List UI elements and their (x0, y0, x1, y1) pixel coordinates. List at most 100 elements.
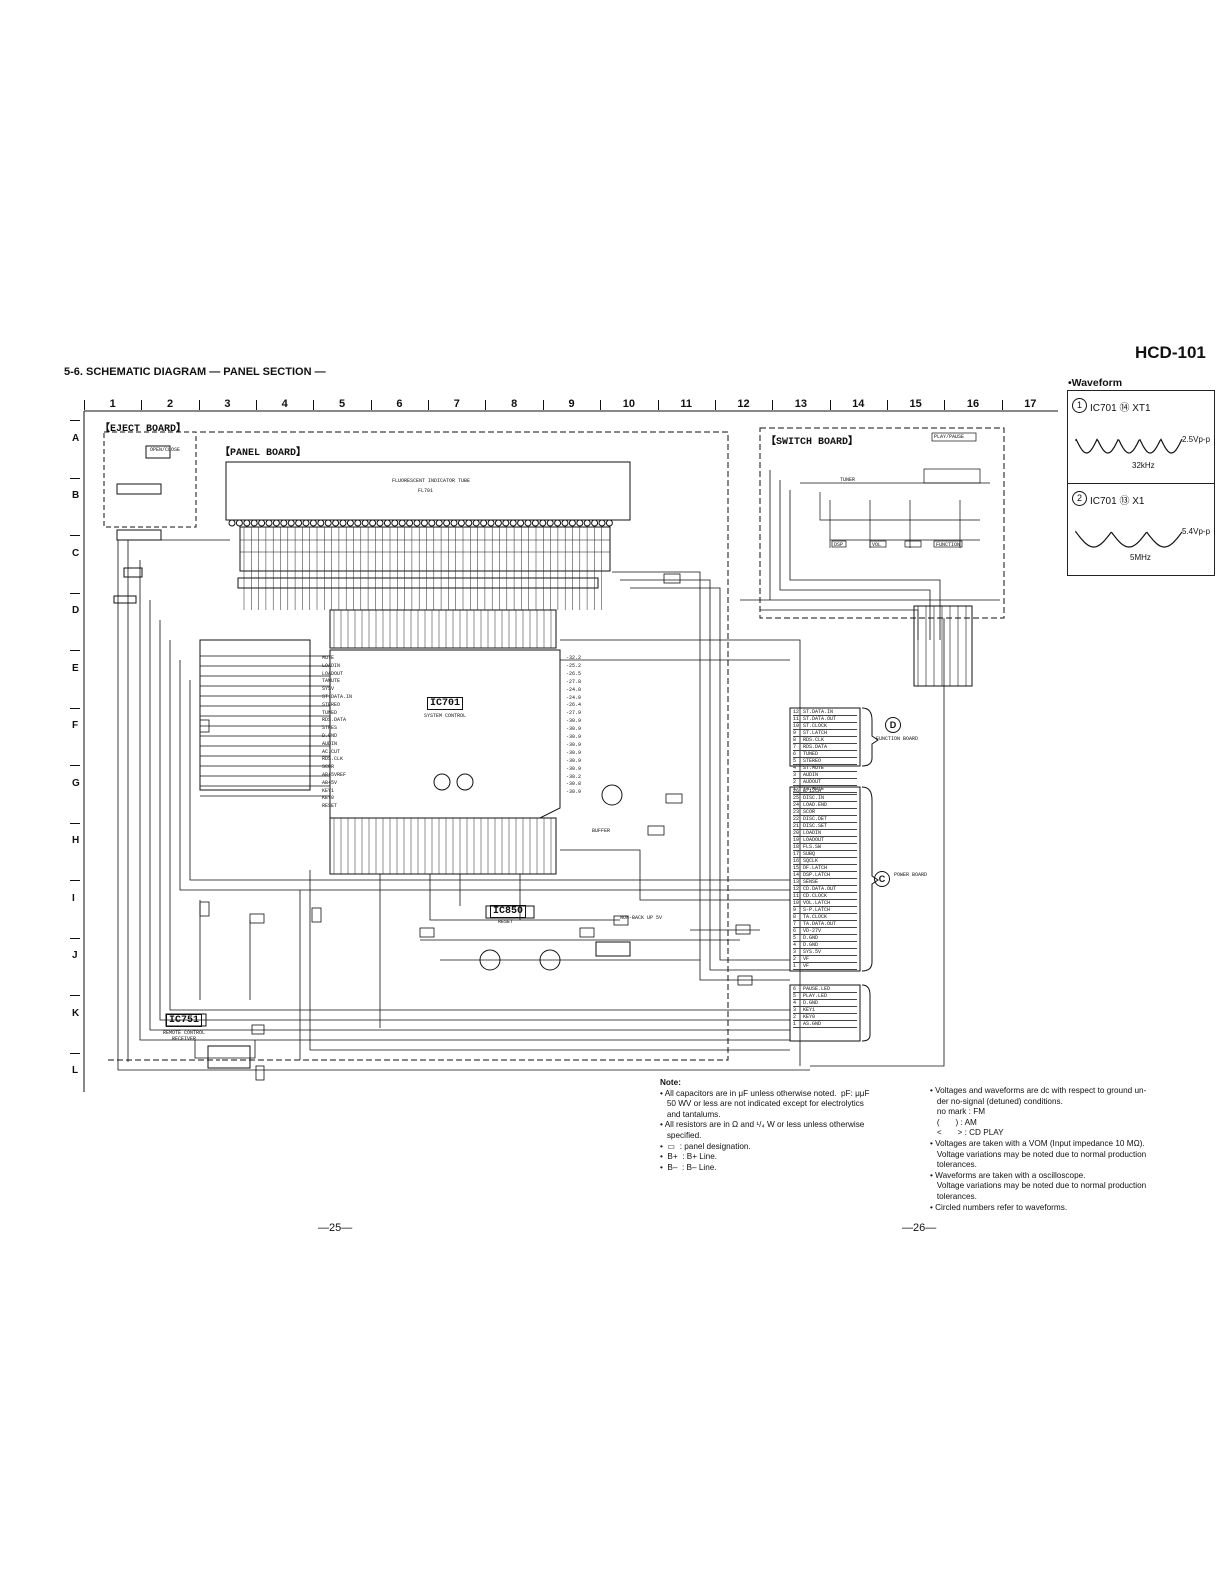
ic701-left-pin-label: LOADOUT (322, 670, 344, 677)
note-line: • B– : B– Line. (660, 1162, 717, 1172)
ic701-right-pin-voltage: -30.9 (566, 734, 582, 740)
row-tick (70, 650, 80, 651)
function-board-marker: D (885, 717, 901, 733)
column-tick (428, 400, 430, 410)
connector-pin-signal: VF (803, 963, 810, 969)
waveform-title: •Waveform (1068, 377, 1123, 389)
waveform-2-frequency: 5MHz (1130, 553, 1151, 562)
connector-pin-signal: D.GND (803, 942, 819, 948)
column-tick (772, 400, 774, 410)
ic751-label: IC751 (166, 1014, 203, 1027)
fl-pin (332, 519, 340, 527)
connector-pin-signal: LOADOUT (803, 837, 825, 843)
fl-pin (568, 519, 576, 527)
connector-pin-number: 9 (793, 907, 797, 913)
note-line: der no-signal (detuned) conditions. (930, 1096, 1063, 1106)
column-label: 11 (680, 398, 693, 410)
row-label: H (72, 835, 80, 847)
column-label: 1 (109, 398, 116, 410)
row-tick (70, 995, 80, 996)
connector-pin-number: 4 (793, 1000, 797, 1006)
fl-pin (265, 519, 273, 527)
connector-pin-number: 13 (793, 879, 800, 885)
row-label: F (72, 720, 79, 732)
connector-pin-signal: TA.CLOCK (803, 914, 828, 920)
column-tick (256, 400, 258, 410)
row-tick (70, 1052, 80, 1054)
connector-pin-signal: DISC.SET (803, 823, 828, 829)
column-tick (886, 400, 888, 410)
notes-heading: Note: (660, 1078, 681, 1087)
connector-pin-number: 26 (793, 788, 800, 794)
open-close-switch-label: OPEN/CLOSE (150, 447, 181, 453)
fl-pin (361, 519, 369, 527)
ic850-desc: RESET (498, 919, 514, 925)
connector-pin-number: 8 (793, 737, 797, 743)
connector-pin-signal: ST.MUTE (803, 765, 825, 771)
fl-pin (524, 519, 532, 527)
connector-pin-number: 4 (793, 765, 797, 771)
connector-pin-number: 3 (793, 1007, 797, 1013)
fl-pin (406, 519, 414, 527)
fl-pin (502, 519, 510, 527)
ic701-left-pin-label: RDS.CLK (322, 756, 344, 763)
connector-pin-signal: VF (803, 956, 810, 962)
fl-pin (598, 519, 606, 527)
tuner-switch-label: TUNER (840, 477, 856, 483)
note-line: • Waveforms are taken with a oscilloscop… (930, 1170, 1086, 1180)
ic701-right-pin-voltage: -27.8 (566, 678, 582, 685)
ic701-left-pin-label: SYSV (322, 686, 335, 693)
ic701-right-pin-voltage: -30.8 (566, 781, 582, 788)
note-line: no mark : FM (930, 1107, 986, 1117)
column-label: 12 (737, 398, 750, 410)
ic701-right-pin-voltage: -32.2 (566, 655, 582, 661)
note-line: 50 WV or less are not indicated except f… (660, 1099, 864, 1109)
fl-pin (413, 519, 421, 527)
column-label: 13 (794, 398, 808, 410)
fl-pin (258, 519, 266, 527)
fl-pin (420, 519, 428, 527)
connector-pin-signal: DSP.LATCH (803, 872, 831, 878)
row-label: K (72, 1007, 80, 1019)
fl-pin (487, 519, 495, 527)
column-tick (198, 400, 200, 410)
fl-pin (472, 519, 480, 527)
switch-board-label: 【SWITCH BOARD】 (766, 437, 859, 448)
row-tick (70, 477, 80, 479)
connector-pin-number: 2 (793, 1014, 797, 1020)
ic701-right-pin-voltage: -25.2 (566, 662, 582, 669)
connector-pin-number: 6 (793, 751, 797, 757)
column-label: 7 (453, 398, 460, 410)
row-label: J (72, 950, 78, 962)
page-number-right: —26— (902, 1222, 937, 1234)
connector-pin-number: 3 (793, 772, 797, 778)
connector-pin-number: 14 (793, 872, 800, 878)
dsp-switch-label: DSP (834, 542, 844, 548)
connector-pin-number: 2 (793, 956, 797, 962)
note-line: specified. (660, 1130, 702, 1140)
connector-pin-signal: AUDIN (803, 772, 819, 778)
column-label: 8 (511, 398, 518, 410)
connector-pin-number: 4 (793, 942, 797, 948)
connector-pin-number: 6 (793, 928, 797, 934)
column-label: 16 (966, 398, 980, 410)
ic701-left-pin-label: AB+5VREF (322, 772, 347, 778)
ic701-left-pin-label: STEREO (322, 701, 341, 708)
ic701-left-pin-label: TAMUTE (322, 678, 341, 685)
